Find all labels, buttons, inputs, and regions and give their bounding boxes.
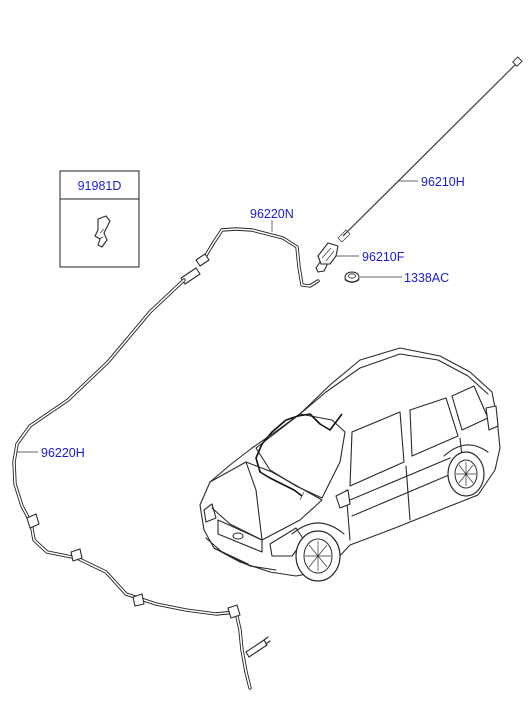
nut	[344, 271, 360, 283]
part-label-96220n: 96220N	[250, 207, 294, 221]
part-label-1338ac: 1338AC	[404, 271, 449, 285]
inset-box-91981d: 91981D	[59, 170, 140, 268]
part-label-91981d: 91981D	[78, 179, 122, 193]
clip-icon	[94, 215, 111, 248]
cable-upper	[195, 227, 320, 288]
part-label-96220h: 96220H	[41, 446, 85, 460]
antenna-base	[315, 242, 339, 273]
cable-lower	[12, 267, 271, 690]
part-label-96210h: 96210H	[421, 175, 465, 189]
car-illustration	[199, 347, 501, 582]
part-label-96210f: 96210F	[362, 250, 405, 264]
cable-clips	[26, 513, 241, 619]
antenna-rod	[337, 56, 523, 243]
